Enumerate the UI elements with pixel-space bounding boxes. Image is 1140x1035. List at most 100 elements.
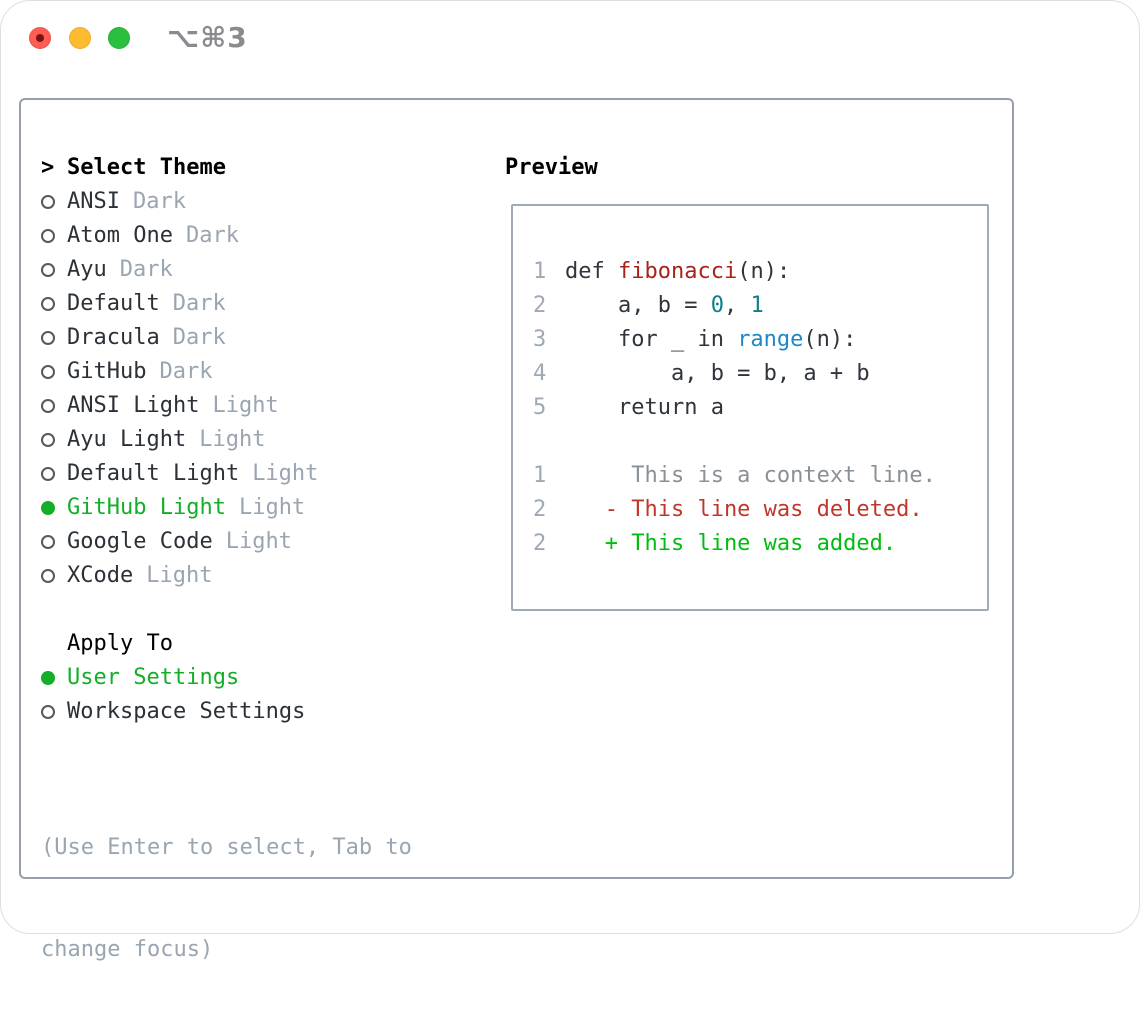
line-number: 4 — [533, 361, 547, 386]
code-text: for _ in range(n): — [565, 323, 856, 357]
hint-line-1: (Use Enter to select, Tab to — [41, 835, 412, 860]
code-line: 4 a, b = b, a + b — [513, 357, 987, 391]
theme-variant-tag: Light — [225, 529, 292, 554]
option-label: GitHub Light — [67, 495, 226, 520]
keyboard-shortcut-label: ⌥⌘3 — [167, 21, 248, 54]
line-number: 2 — [533, 293, 547, 318]
code-segment: (n): — [803, 327, 857, 352]
prompt-caret-icon: > — [41, 155, 55, 180]
line-number: 2 — [533, 531, 547, 556]
apply-option-user-settings[interactable]: User Settings — [41, 661, 412, 695]
radio-icon — [41, 195, 67, 209]
option-label: Ayu — [67, 257, 107, 282]
radio-icon — [41, 399, 67, 413]
theme-variant-tag: Dark — [119, 257, 173, 282]
code-segment: def — [565, 259, 618, 284]
code-text: a, b = 0, 1 — [565, 289, 764, 323]
minimize-button[interactable] — [69, 27, 91, 49]
line-number: 3 — [533, 327, 547, 352]
code-segment: a, b = — [565, 293, 711, 318]
option-label: User Settings — [67, 665, 240, 690]
close-button[interactable] — [29, 27, 51, 49]
option-label: Dracula — [67, 325, 160, 350]
radio-icon — [41, 365, 67, 379]
theme-option-ayu[interactable]: Ayu Dark — [41, 253, 412, 287]
code-line: 2 a, b = 0, 1 — [513, 289, 987, 323]
apply-to-heading-label: Apply To — [67, 631, 173, 656]
apply-option-workspace-settings[interactable]: Workspace Settings — [41, 695, 412, 729]
radio-icon — [41, 229, 67, 243]
line-number: 1 — [533, 259, 547, 284]
radio-icon — [41, 433, 67, 447]
line-number: 2 — [533, 497, 547, 522]
radio-icon — [41, 535, 67, 549]
theme-variant-tag: Dark — [172, 325, 226, 350]
code-line: 1 This is a context line. — [513, 459, 987, 493]
option-label: ANSI Light — [67, 393, 200, 418]
option-label: Ayu Light — [67, 427, 187, 452]
keyboard-hint: (Use Enter to select, Tab to change focu… — [41, 763, 412, 1035]
code-segment: + This line was added. — [565, 531, 897, 556]
code-segment: , — [723, 293, 751, 318]
code-line: 2 + This line was added. — [513, 527, 987, 561]
theme-option-xcode[interactable]: XCode Light — [41, 559, 412, 593]
radio-icon — [41, 467, 67, 481]
code-segment: fibonacci — [617, 259, 738, 284]
radio-icon — [41, 263, 67, 277]
option-label: Default — [67, 291, 160, 316]
radio-selected-icon — [41, 501, 67, 515]
option-label: GitHub — [67, 359, 147, 384]
radio-selected-icon — [41, 671, 67, 685]
code-segment: for _ in — [565, 327, 738, 352]
code-segment: a, b = b, a + b — [565, 361, 870, 386]
zoom-button[interactable] — [108, 27, 130, 49]
theme-option-dracula[interactable]: Dracula Dark — [41, 321, 412, 355]
code-segment: This is a context line. — [565, 463, 936, 488]
code-line: 5 return a — [513, 391, 987, 425]
theme-variant-tag: Dark — [185, 223, 239, 248]
radio-icon — [41, 705, 67, 719]
spacer — [41, 593, 412, 627]
line-number: 1 — [533, 463, 547, 488]
apply-to-heading: Apply To — [41, 627, 412, 661]
code-segment: return a — [565, 395, 724, 420]
select-theme-heading-label: Select Theme — [67, 155, 226, 180]
option-label: Default Light — [67, 461, 240, 486]
code-segment: (n): — [737, 259, 791, 284]
spacer — [41, 729, 412, 763]
theme-variant-tag: Light — [212, 393, 279, 418]
hint-line-2: change focus) — [41, 937, 214, 962]
line-number: 5 — [533, 395, 547, 420]
code-line: 1 def fibonacci(n): — [513, 255, 987, 289]
code-line — [513, 425, 987, 459]
theme-variant-tag: Light — [146, 563, 213, 588]
code-segment: 0 — [710, 293, 724, 318]
theme-option-default-light[interactable]: Default Light Light — [41, 457, 412, 491]
titlebar: ⌥⌘3 — [1, 1, 1139, 98]
theme-option-ansi-light[interactable]: ANSI Light Light — [41, 389, 412, 423]
code-line: 2 - This line was deleted. — [513, 493, 987, 527]
radio-icon — [41, 331, 67, 345]
theme-option-google-code[interactable]: Google Code Light — [41, 525, 412, 559]
option-label: Google Code — [67, 529, 213, 554]
code-text: return a — [565, 391, 724, 425]
radio-icon — [41, 297, 67, 311]
option-label: XCode — [67, 563, 134, 588]
option-label: Workspace Settings — [67, 699, 306, 724]
select-theme-heading: > Select Theme — [41, 151, 412, 185]
theme-variant-tag: Light — [252, 461, 319, 486]
theme-variant-tag: Dark — [132, 189, 186, 214]
code-segment: range — [737, 327, 804, 352]
